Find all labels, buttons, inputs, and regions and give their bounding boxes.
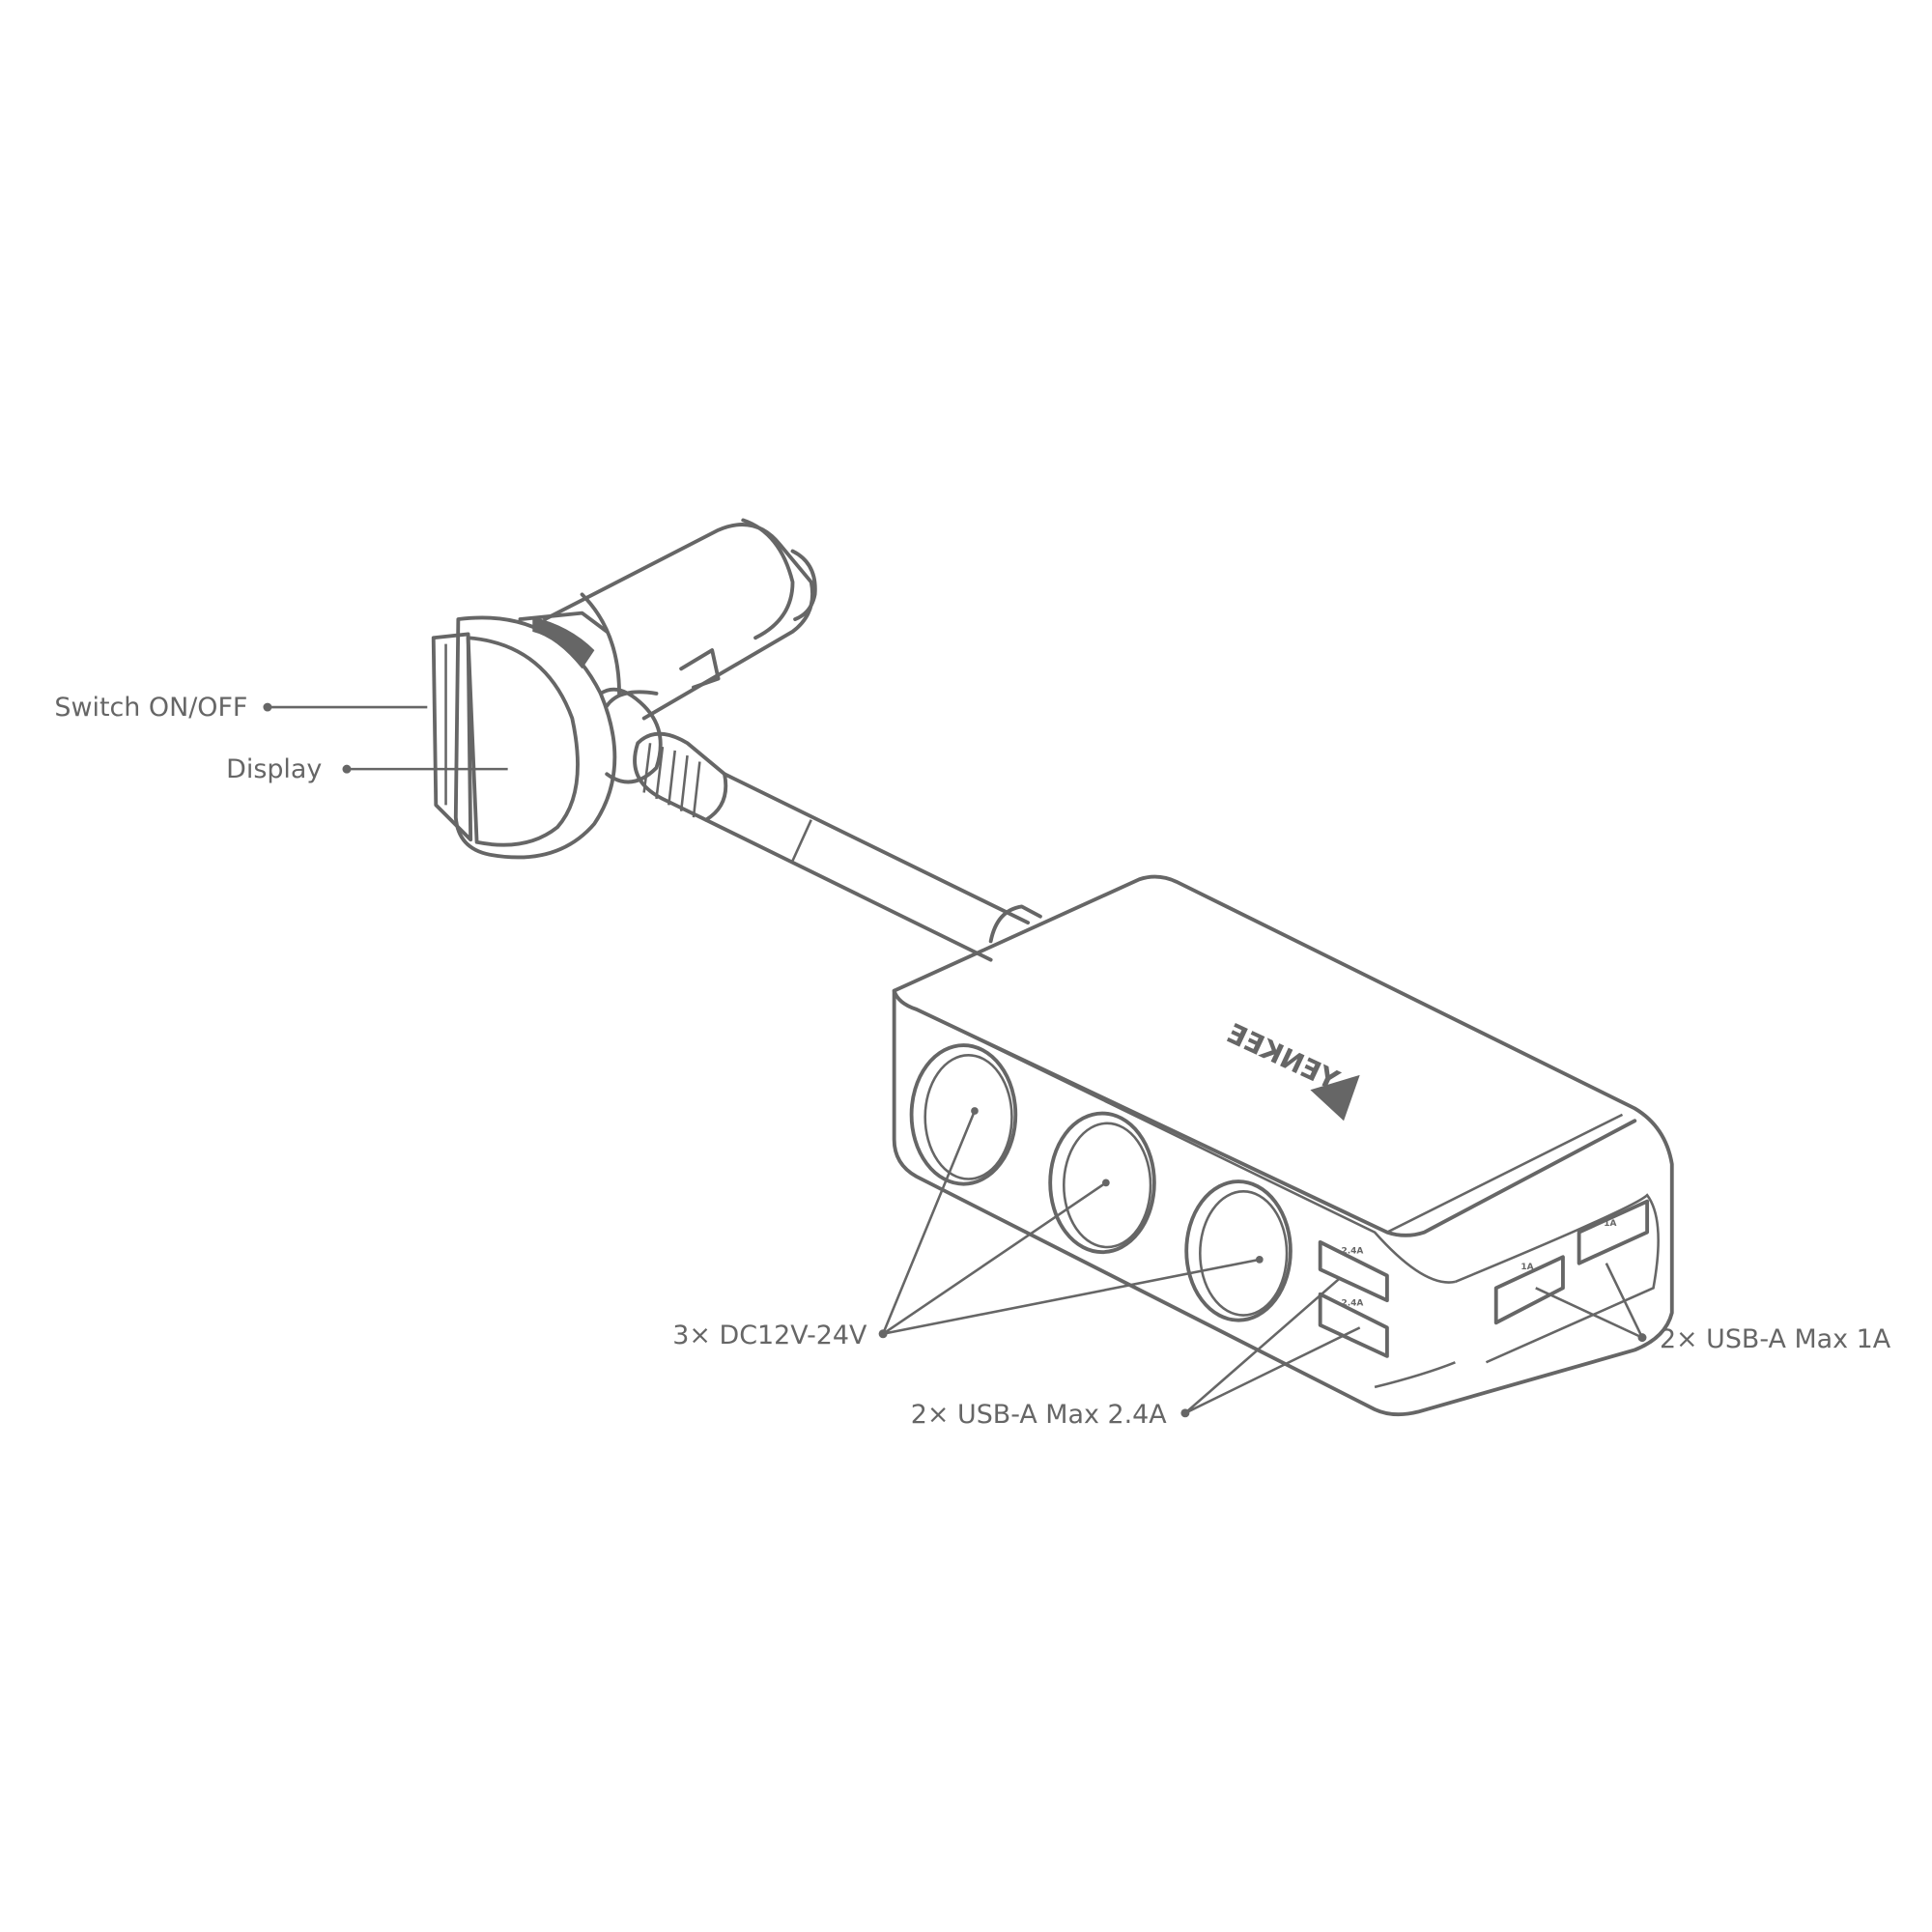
label-switch: Switch ON/OFF — [54, 693, 247, 723]
brand-logo: YENKEE — [1222, 1017, 1345, 1097]
usb-port-high — [1318, 1239, 1389, 1303]
label-dc-sockets: 3× DC12V-24V — [672, 1321, 867, 1350]
port-mark: 1A — [1604, 1219, 1616, 1229]
car-plug — [518, 518, 817, 721]
label-usb-high: 2× USB-A Max 2.4A — [911, 1400, 1167, 1430]
usb-port-low — [1493, 1255, 1565, 1325]
callout-dc: 3× DC12V-24V — [672, 1107, 1264, 1350]
port-mark: 2.4A — [1341, 1298, 1363, 1308]
dc-socket — [1184, 1179, 1293, 1322]
port-mark: 1A — [1520, 1263, 1533, 1272]
usb-port-low — [1577, 1199, 1650, 1265]
callout-switch: Switch ON/OFF — [54, 693, 428, 723]
port-mark: 2.4A — [1341, 1246, 1363, 1256]
usb-port-high — [1318, 1292, 1389, 1358]
cable — [633, 731, 1042, 962]
dc-socket — [1048, 1111, 1156, 1255]
callout-usb-high: 2× USB-A Max 2.4A — [911, 1277, 1361, 1430]
display-screen — [466, 636, 580, 847]
callout-display: Display — [226, 754, 508, 784]
switch-button — [431, 632, 473, 842]
svg-text:YENKEE: YENKEE — [1222, 1017, 1345, 1097]
callout-usb-low: 2× USB-A Max 1A — [1535, 1263, 1891, 1354]
label-usb-low: 2× USB-A Max 1A — [1660, 1324, 1891, 1354]
logo-mark-icon — [1310, 1074, 1360, 1122]
hub: 2.4A 2.4A 1A 1A YENKEE — [892, 874, 1674, 1417]
dc-socket — [909, 1043, 1018, 1186]
plug-head — [431, 615, 663, 860]
label-display: Display — [226, 754, 322, 784]
